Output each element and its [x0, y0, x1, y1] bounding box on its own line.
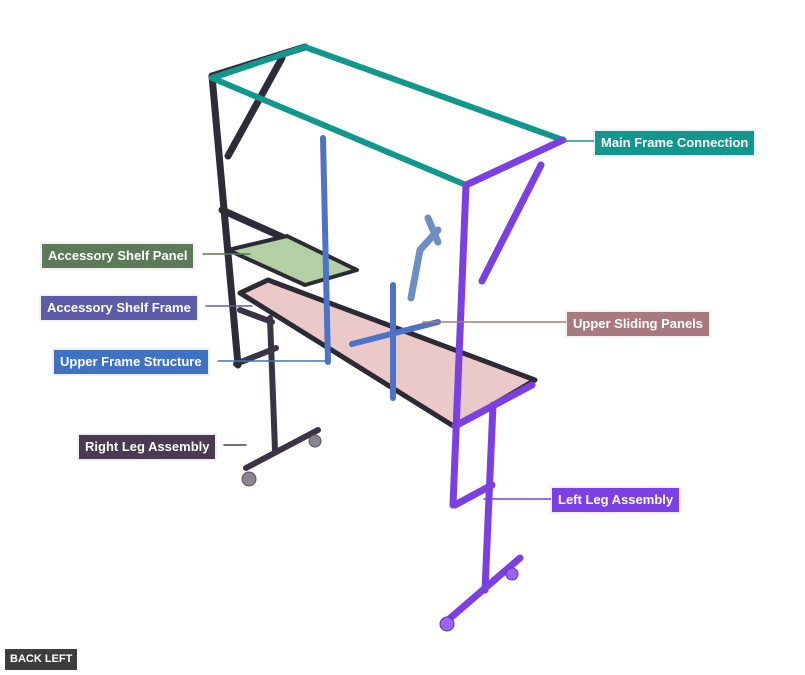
upper-sliding-panel	[237, 277, 538, 430]
label-upper-sliding-panels[interactable]: Upper Sliding Panels	[566, 311, 711, 337]
left-leg-assembly	[444, 136, 567, 624]
accessory-shelf-panel	[226, 234, 359, 287]
label-left-leg-assembly[interactable]: Left Leg Assembly	[551, 487, 681, 513]
left-leg-wheels	[439, 567, 519, 632]
right-leg-wheels	[241, 434, 322, 487]
view-angle-button[interactable]: BACK LEFT	[4, 648, 79, 671]
leader-lines	[202, 140, 595, 500]
label-accessory-shelf-panel[interactable]: Accessory Shelf Panel	[41, 243, 195, 269]
label-upper-frame-structure[interactable]: Upper Frame Structure	[53, 349, 209, 375]
label-right-leg-assembly[interactable]: Right Leg Assembly	[78, 434, 217, 460]
monitor-arm	[407, 214, 442, 302]
label-accessory-shelf-frame[interactable]: Accessory Shelf Frame	[40, 295, 198, 321]
label-main-frame-connection[interactable]: Main Frame Connection	[594, 130, 756, 156]
upper-frame-structure	[320, 135, 441, 401]
